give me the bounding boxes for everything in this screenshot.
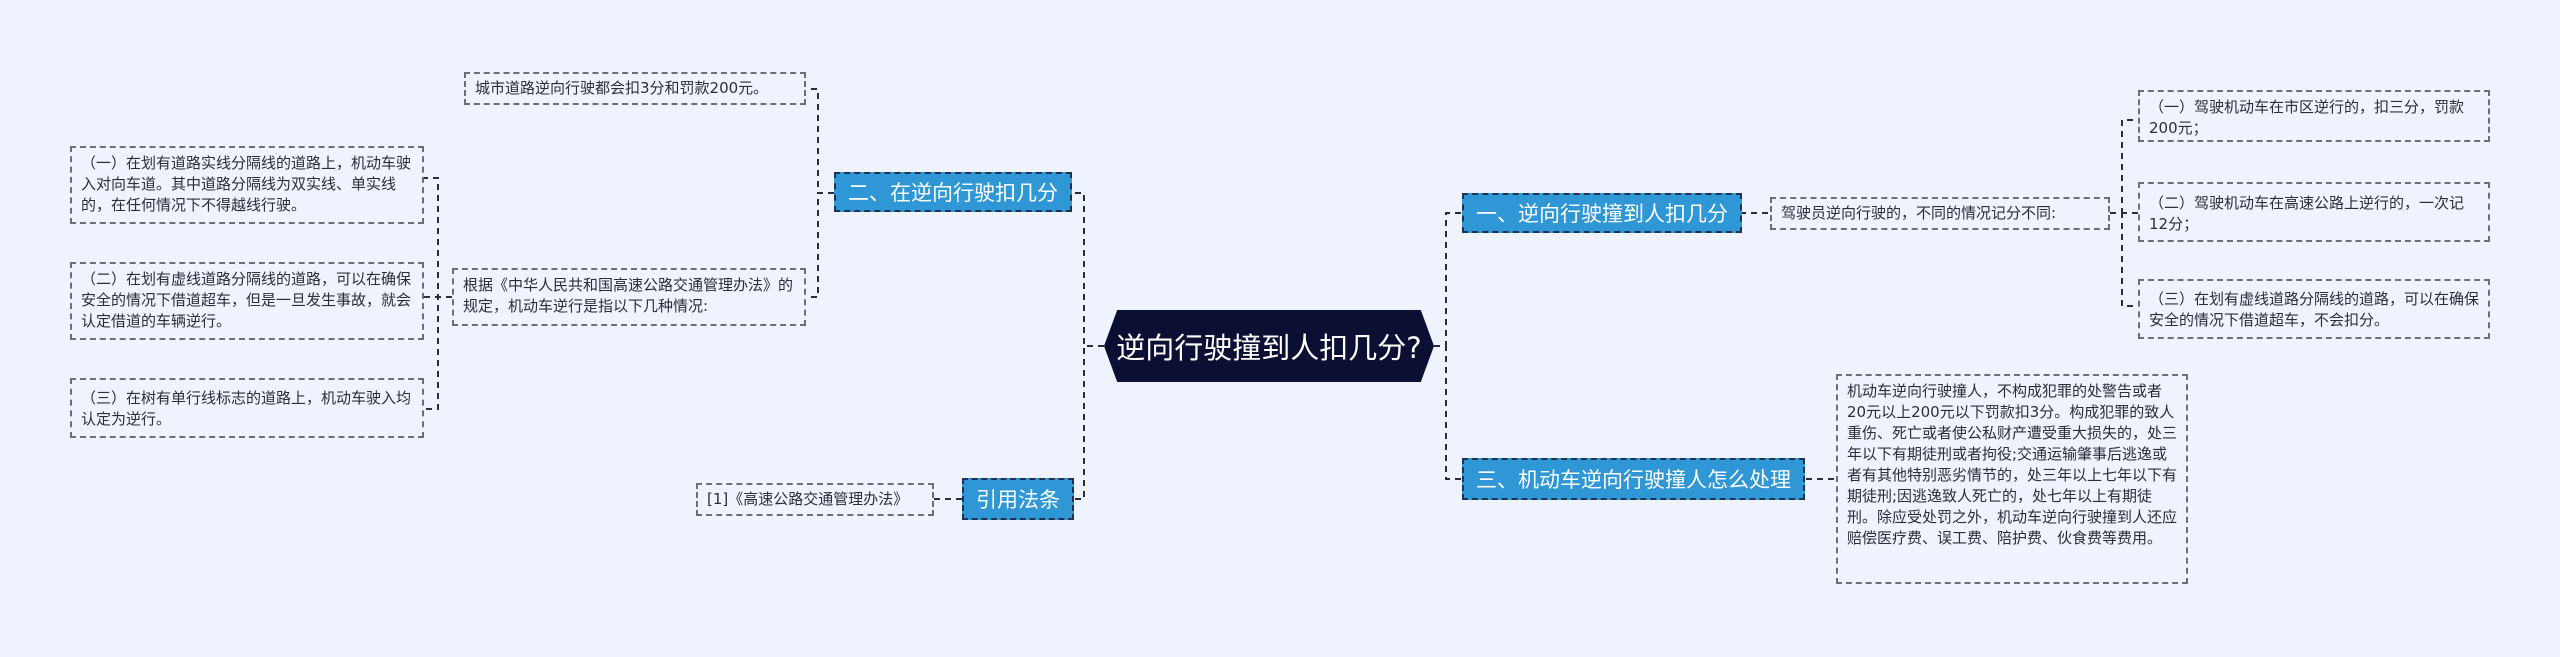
leaf-one-way-case[interactable]: （三）在树有单行线标志的道路上，机动车驶入均认定为逆行。 (70, 378, 424, 438)
leaf-accident-penalties[interactable]: 机动车逆向行驶撞人，不构成犯罪的处警告或者20元以上200元以下罚款扣3分。构成… (1836, 374, 2188, 584)
leaf-city-wrong-way[interactable]: （一）驾驶机动车在市区逆行的，扣三分，罚款200元； (2138, 90, 2490, 142)
branch-label: 一、逆向行驶撞到人扣几分 (1476, 202, 1728, 226)
connector (2110, 119, 2138, 214)
branch-label: 引用法条 (976, 488, 1060, 512)
leaf-text: （一）驾驶机动车在市区逆行的，扣三分，罚款200元； (2149, 98, 2465, 137)
connector (1072, 192, 1104, 347)
branch-penalty-points[interactable]: 一、逆向行驶撞到人扣几分 (1462, 193, 1742, 233)
leaf-dashed-line-overtake[interactable]: （三）在划有虚线道路分隔线的道路，可以在确保安全的情况下借道超车，不会扣分。 (2138, 279, 2490, 339)
connector (424, 296, 452, 410)
connector (806, 88, 834, 194)
branch-label: 三、机动车逆向行驶撞人怎么处理 (1476, 468, 1791, 492)
leaf-text: 机动车逆向行驶撞人，不构成犯罪的处警告或者20元以上200元以下罚款扣3分。构成… (1847, 382, 2178, 547)
leaf-text: （三）在划有虚线道路分隔线的道路，可以在确保安全的情况下借道超车，不会扣分。 (2149, 290, 2480, 329)
connector (1434, 212, 1462, 347)
connector (1434, 345, 1462, 480)
leaf-text: 城市道路逆向行驶都会扣3分和罚款200元。 (475, 79, 769, 97)
leaf-solid-line-case[interactable]: （一）在划有道路实线分隔线的道路上，机动车驶入对向车道。其中道路分隔线为双实线、… (70, 146, 424, 224)
leaf-driver-wrong-way[interactable]: 驾驶员逆向行驶的，不同的情况记分不同: (1770, 197, 2110, 230)
branch-wrong-way-points[interactable]: 二、在逆向行驶扣几分 (834, 172, 1072, 212)
leaf-text: （二）驾驶机动车在高速公路上逆行的，一次记12分； (2149, 194, 2465, 233)
branch-accident-handling[interactable]: 三、机动车逆向行驶撞人怎么处理 (1462, 458, 1805, 500)
leaf-text: [1]《高速公路交通管理办法》 (707, 490, 909, 508)
leaf-text: （三）在树有单行线标志的道路上，机动车驶入均认定为逆行。 (81, 389, 412, 428)
leaf-text: （一）在划有道路实线分隔线的道路上，机动车驶入对向车道。其中道路分隔线为双实线、… (81, 154, 412, 214)
leaf-dashed-line-case[interactable]: （二）在划有虚线道路分隔线的道路，可以在确保安全的情况下借道超车，但是一旦发生事… (70, 262, 424, 340)
leaf-highway-wrong-way[interactable]: （二）驾驶机动车在高速公路上逆行的，一次记12分； (2138, 182, 2490, 242)
connector (806, 192, 834, 298)
leaf-text: 根据《中华人民共和国高速公路交通管理办法》的规定，机动车逆行是指以下几种情况: (463, 276, 794, 315)
leaf-law-definition[interactable]: 根据《中华人民共和国高速公路交通管理办法》的规定，机动车逆行是指以下几种情况: (452, 268, 806, 326)
connector (2110, 212, 2138, 307)
branch-cited-law[interactable]: 引用法条 (962, 478, 1074, 520)
leaf-text: （二）在划有虚线道路分隔线的道路，可以在确保安全的情况下借道超车，但是一旦发生事… (81, 270, 412, 330)
leaf-text: 驾驶员逆向行驶的，不同的情况记分不同: (1781, 204, 2057, 222)
branch-label: 二、在逆向行驶扣几分 (848, 181, 1058, 205)
root-title: 逆向行驶撞到人扣几分? (1116, 331, 1422, 365)
leaf-city-road-penalty[interactable]: 城市道路逆向行驶都会扣3分和罚款200元。 (464, 72, 806, 105)
leaf-law-reference[interactable]: [1]《高速公路交通管理办法》 (696, 483, 934, 516)
root-topic[interactable]: 逆向行驶撞到人扣几分? (1104, 310, 1434, 382)
connector (1072, 345, 1104, 500)
connector (424, 177, 452, 298)
